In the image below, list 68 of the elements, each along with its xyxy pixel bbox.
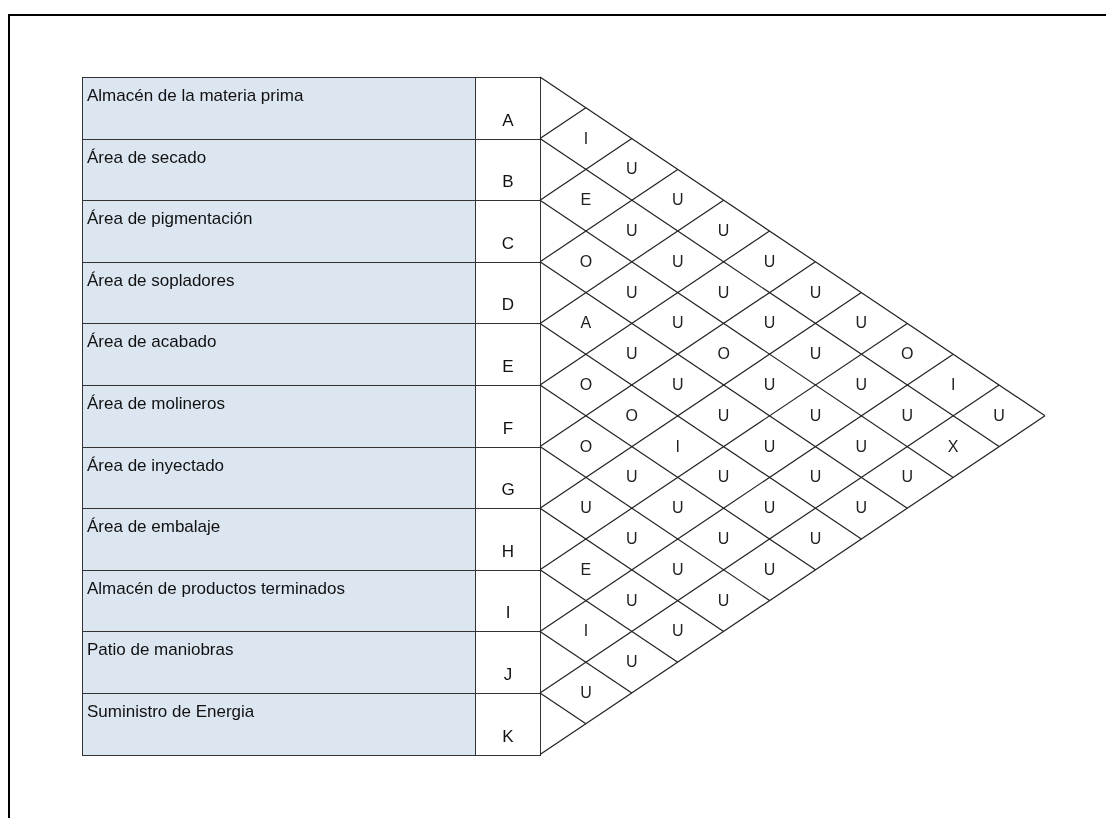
relationship-code: I	[675, 438, 680, 455]
relationship-code: X	[947, 438, 959, 455]
relationship-code: O	[625, 407, 639, 424]
relationship-code: U	[580, 685, 592, 701]
area-code-cell: K	[475, 693, 541, 756]
relationship-code: O	[579, 253, 593, 270]
relationship-code: U	[717, 531, 730, 547]
relationship-code: U	[763, 253, 776, 270]
relationship-code: U	[671, 253, 684, 270]
relationship-code: I	[583, 623, 589, 640]
relationship-code: U	[809, 407, 822, 424]
relationship-code: U	[809, 284, 822, 301]
relationship-code: U	[809, 469, 822, 486]
area-name-cell: Área de inyectado	[82, 446, 476, 510]
area-code-cell: A	[475, 77, 541, 140]
relationship-code: U	[809, 531, 822, 547]
relationship-code: U	[671, 192, 684, 209]
relationship-code: U	[671, 561, 684, 578]
relationship-code: U	[626, 654, 638, 671]
relationship-code: U	[809, 346, 822, 363]
area-name-cell: Área de pigmentación	[82, 200, 476, 263]
relationship-code: U	[763, 561, 776, 578]
relationship-code: U	[626, 223, 638, 239]
relationship-code: U	[626, 531, 638, 547]
area-name-cell: Área de secado	[82, 138, 476, 202]
relationship-code: U	[717, 284, 730, 301]
relationship-code: U	[626, 161, 638, 178]
relationship-code: U	[717, 592, 730, 609]
relationship-code: U	[626, 469, 638, 486]
area-name-cell: Almacén de productos terminados	[82, 569, 476, 633]
relationship-code: I	[583, 130, 589, 147]
relationship-code: U	[671, 377, 684, 393]
relationship-code: U	[763, 315, 776, 332]
relationship-code: U	[580, 500, 592, 517]
relationship-code: U	[763, 500, 776, 517]
area-name-cell: Área de sopladores	[82, 261, 476, 325]
relationship-code: I	[950, 377, 956, 393]
relationship-code: U	[763, 438, 776, 455]
relationship-code: U	[855, 438, 868, 455]
relationship-code: U	[855, 315, 868, 332]
relationship-code: U	[626, 346, 638, 363]
area-name-cell: Suministro de Energia	[82, 693, 476, 756]
area-name-cell: Almacén de la materia prima	[82, 77, 476, 140]
relationship-code: U	[763, 377, 776, 393]
relationship-code: O	[579, 438, 593, 455]
relationship-code: U	[671, 315, 684, 332]
relationship-code: U	[671, 500, 684, 517]
relationship-code: U	[717, 407, 730, 424]
relationship-code: E	[580, 561, 592, 578]
relationship-code: E	[580, 192, 592, 209]
relationship-code: U	[626, 284, 638, 301]
area-name-cell: Área de embalaje	[82, 508, 476, 571]
relationship-code: U	[993, 407, 1005, 424]
area-name-cell: Patio de maniobras	[82, 631, 476, 694]
relationship-code: U	[671, 623, 684, 640]
relationship-code: U	[717, 469, 730, 486]
relationship-code: U	[855, 377, 868, 393]
relationship-code: U	[901, 469, 914, 486]
relationship-code: U	[901, 407, 914, 424]
relationship-code: U	[626, 592, 638, 609]
area-name-cell: Área de molineros	[82, 385, 476, 448]
relationship-code: O	[717, 346, 730, 363]
relationship-code: U	[855, 500, 868, 517]
relationship-code: A	[580, 315, 592, 332]
relationship-code: O	[579, 377, 593, 393]
relationship-code: O	[901, 346, 914, 363]
area-name-cell: Área de acabado	[82, 323, 476, 386]
relationship-code: U	[717, 223, 730, 239]
